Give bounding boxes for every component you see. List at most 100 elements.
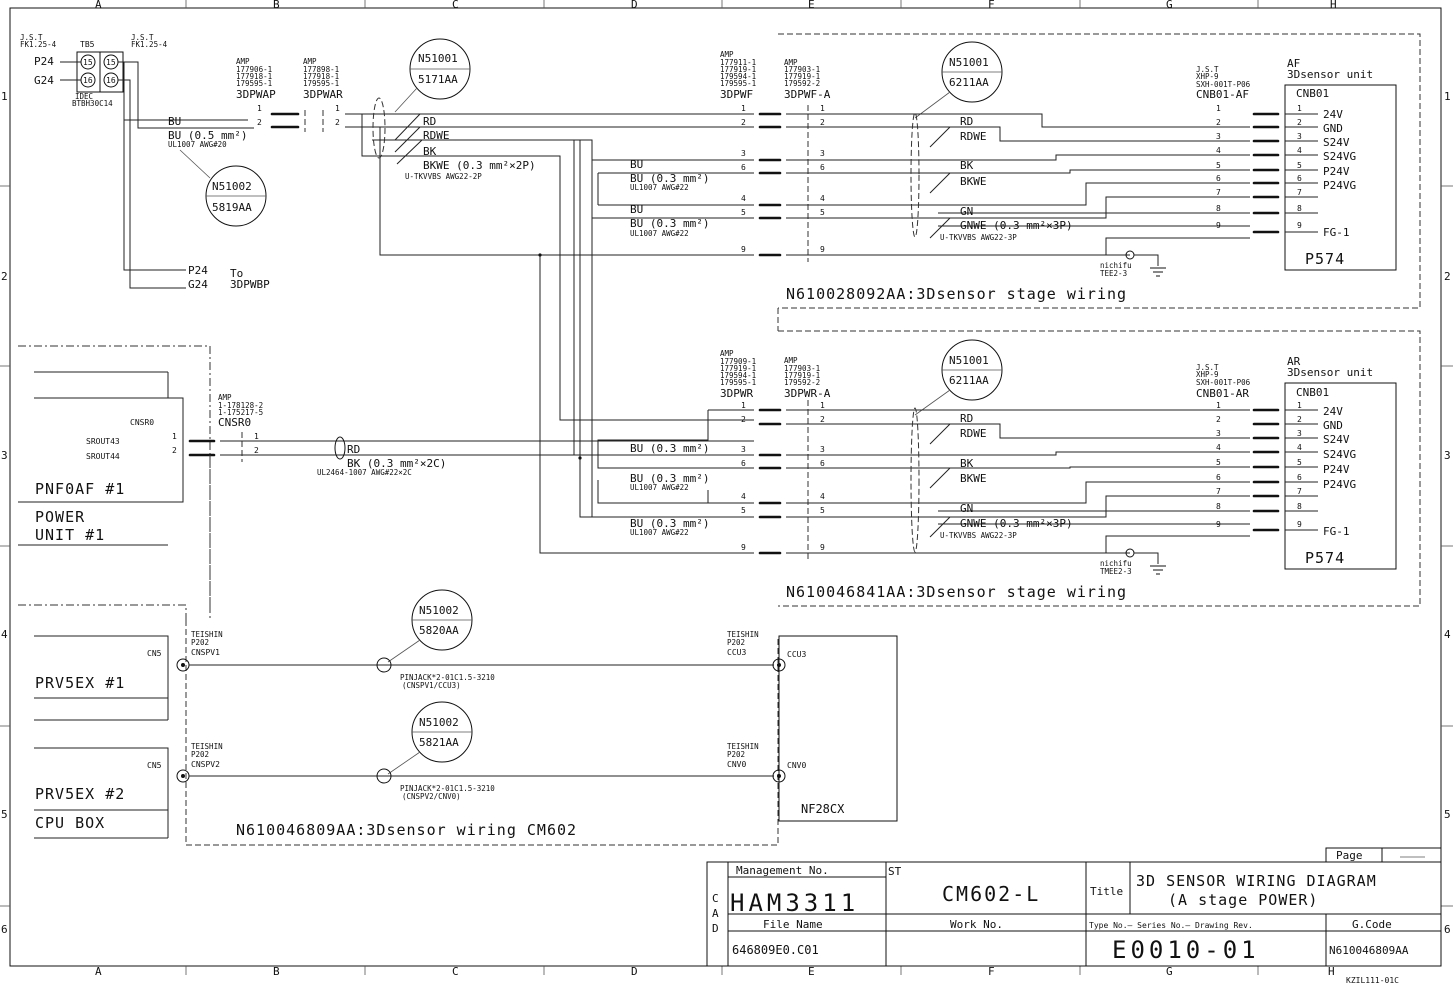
- svg-text:9: 9: [1216, 221, 1221, 230]
- bubble1-bottom: 5171AA: [418, 73, 458, 86]
- tb5-terminal-15: 15: [83, 58, 93, 67]
- harness-ar-label: N610046841AA:3Dsensor stage wiring: [786, 583, 1127, 601]
- 3dpwap-p3: 179595-1: [236, 79, 272, 88]
- wire-bk-label: BK: [423, 145, 437, 158]
- wires-power-top: BU BU (0.5 mm²) UL1007 AWG#20 P24 G24 To…: [118, 61, 270, 291]
- wires-af-to-unit: RD RDWE BK BKWE GN GNWE (0.3 mm²×3P) U-T…: [786, 112, 1250, 278]
- harness-af-label: N610028092AA:3Dsensor stage wiring: [786, 285, 1127, 303]
- col-label-c-bottom: C: [452, 965, 459, 978]
- tb-file-label: File Name: [763, 918, 823, 931]
- mid-bu03b-label: BU (0.3 mm²): [630, 472, 709, 485]
- col-label-h: H: [1330, 0, 1337, 11]
- af-unit-tag: AF: [1287, 57, 1300, 70]
- col-label-f: F: [988, 0, 995, 11]
- col-label-h-bottom: H: [1328, 965, 1335, 978]
- cpu-box-label: CPU BOX: [35, 814, 105, 832]
- svg-text:5: 5: [1216, 161, 1221, 170]
- 3dpwr-p4: 179595-1: [720, 378, 756, 387]
- col-label-e-bottom: E: [808, 965, 815, 978]
- 3dpwf-p2: 177919-1: [720, 65, 756, 74]
- wires-ar-to-unit: RD RDWE BK BKWE GN GNWE (0.3 mm²×3P) U-T…: [786, 407, 1250, 576]
- prv5ex2-label: PRV5EX #2: [35, 785, 125, 803]
- svg-text:3: 3: [741, 445, 746, 454]
- wire-bu3-label: BU: [630, 203, 643, 216]
- cnb01af-p2: SXH-001T-P06: [1196, 80, 1251, 89]
- 3dpwar-p1: 177898-1: [303, 65, 339, 74]
- svg-text:5: 5: [820, 506, 825, 515]
- tb5-right-spec2: FK1.25-4: [131, 40, 168, 49]
- harness-cm602-box: N610046809AA:3Dsensor wiring CM602 TEISH…: [176, 620, 898, 846]
- svg-text:9: 9: [1216, 520, 1221, 529]
- terminal-block-tb5: J.S.T FK1.25-4 J.S.T FK1.25-4 TB5 15 15 …: [20, 33, 168, 108]
- 3dpwf-p3: 179594-1: [720, 72, 756, 81]
- cnsr0-p1: 1-178128-2: [218, 401, 263, 410]
- af-sig-24v: 24V: [1323, 108, 1343, 121]
- part-bubble-n51001-5171aa: N51001 5171AA: [394, 38, 471, 113]
- row-label-5-right: 5: [1444, 808, 1451, 821]
- svg-text:2: 2: [172, 446, 177, 455]
- svg-text:9: 9: [741, 245, 746, 254]
- svg-text:1: 1: [172, 432, 177, 441]
- svg-text:5: 5: [1297, 458, 1302, 467]
- sensor-unit-ar: AR 3Dsensor unit CNB01 12 34 56 78 9 24V…: [1284, 355, 1397, 570]
- svg-text:7: 7: [1216, 487, 1221, 496]
- svg-text:2: 2: [1297, 118, 1302, 127]
- col-label-g-bottom: G: [1166, 965, 1173, 978]
- wire-bu03-label: BU (0.3 mm²): [630, 172, 709, 185]
- tb-title-label: Title: [1090, 885, 1123, 898]
- part-bubble-n51002-5820aa: N51002 5820AA: [387, 589, 473, 663]
- tb-gcode-label: G.Code: [1352, 918, 1392, 931]
- 3dpwfa-p1: 177903-1: [784, 65, 820, 74]
- tb-mgmt-value: HAM3311: [730, 889, 859, 917]
- connector-3dpwap: AMP 177906-1 177918-1 179595-1 3DPWAP 12: [236, 57, 306, 132]
- 3dpwr-p1: 177909-1: [720, 357, 756, 366]
- svg-text:2: 2: [1216, 415, 1221, 424]
- tb5-name: TB5: [80, 40, 95, 49]
- 3dpwf-maker: AMP: [720, 50, 734, 59]
- svg-text:3: 3: [1297, 429, 1302, 438]
- video-pinjack1-ends: (CNSPV1/CCU3): [402, 681, 461, 690]
- video-teishin-2: TEISHIN: [727, 630, 759, 639]
- svg-text:2: 2: [257, 118, 262, 127]
- af-bk-label: BK: [960, 159, 974, 172]
- ar-unit-name: 3Dsensor unit: [1287, 366, 1373, 379]
- 3dpwr-maker: AMP: [720, 349, 734, 358]
- video-teishin-1: TEISHIN: [191, 630, 223, 639]
- part-bubble-n51002-5819aa: N51002 5819AA: [179, 149, 267, 227]
- svg-text:3: 3: [1216, 429, 1221, 438]
- srout43-label: SROUT43: [86, 437, 120, 446]
- svg-text:3: 3: [1297, 132, 1302, 141]
- 3dpwap-p1: 177906-1: [236, 65, 272, 74]
- 3dpwra-p2: 177919-1: [784, 371, 820, 380]
- power-unit-label-1: POWER: [35, 508, 85, 526]
- cnsr0-ul-label: UL2464-1007 AWG#22×2C: [317, 468, 412, 477]
- video-pinjack2-label: PINJACK*2-01C1.5-3210: [400, 784, 495, 793]
- video-pinjack1-label: PINJACK*2-01C1.5-3210: [400, 673, 495, 682]
- svg-text:6: 6: [820, 459, 825, 468]
- bubble5-top: N51002: [419, 604, 459, 617]
- svg-text:3: 3: [741, 149, 746, 158]
- video-pinjack2-ends: (CNSPV2/CNV0): [402, 792, 461, 801]
- tb-file-value: 646809E0.C01: [732, 943, 819, 957]
- tb5-maker: IDEC: [75, 92, 93, 101]
- svg-text:6: 6: [741, 459, 746, 468]
- row-label-3: 3: [1, 449, 8, 462]
- 3dpwap-maker: AMP: [236, 57, 250, 66]
- video-ccu3-label: CCU3: [727, 648, 746, 657]
- svg-text:4: 4: [741, 194, 746, 203]
- connector-3dpwf-a: AMP 177903-1 177919-1 179592-2 3DPWF-A: [784, 58, 831, 101]
- svg-text:5: 5: [1297, 161, 1302, 170]
- af-gn-label: GN: [960, 205, 973, 218]
- svg-text:1: 1: [1297, 104, 1302, 113]
- svg-text:1: 1: [820, 401, 825, 410]
- tb5-terminal-16: 16: [83, 76, 93, 85]
- svg-text:2: 2: [820, 118, 825, 127]
- svg-text:8: 8: [1297, 502, 1302, 511]
- ar-rd-label: RD: [960, 412, 973, 425]
- svg-text:1: 1: [741, 401, 746, 410]
- svg-text:8: 8: [1297, 204, 1302, 213]
- col-label-a-bottom: A: [95, 965, 102, 978]
- wires-ar-left: BU (0.3 mm²) BU (0.3 mm²) UL1007 AWG#22 …: [560, 140, 754, 537]
- connector-3dpwr: AMP 177909-1 177919-1 179594-1 179595-1 …: [720, 349, 756, 400]
- left-device-boxes: CNSR0 SROUT43 SROUT44 12 PNF0AF #1 POWER…: [18, 345, 211, 839]
